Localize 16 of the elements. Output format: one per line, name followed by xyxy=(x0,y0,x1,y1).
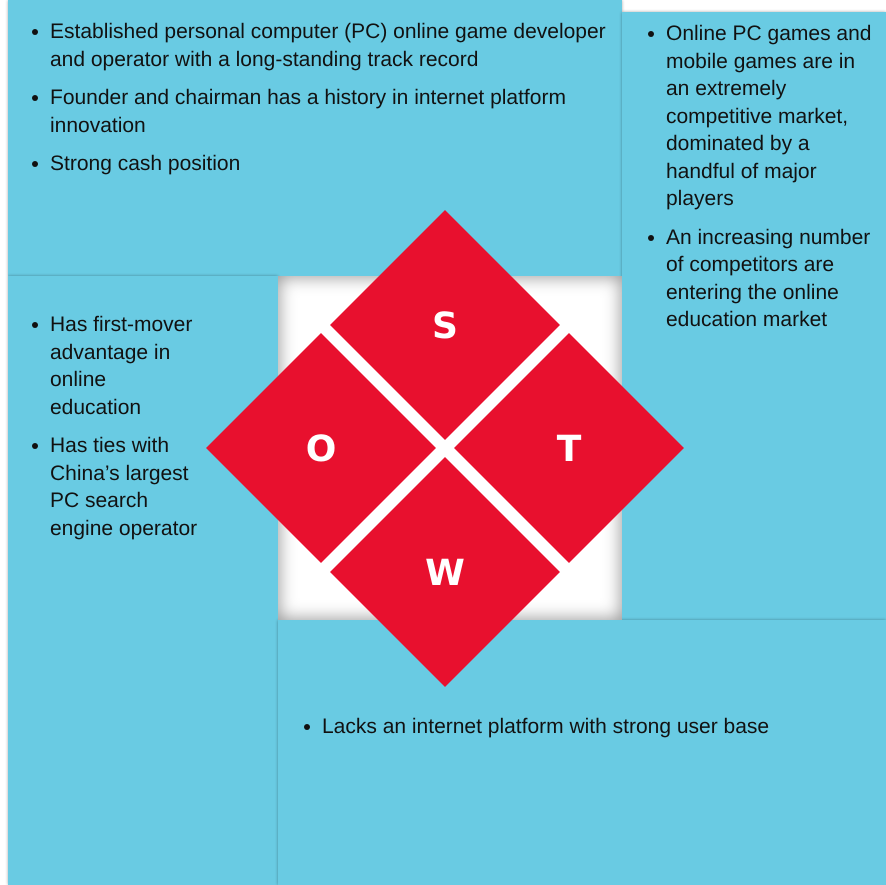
bullet-text: Has first-mover advantage in online education xyxy=(16,311,200,421)
bullet-text: Lacks an internet platform with strong user base xyxy=(288,713,886,740)
quadrant-letter: O xyxy=(306,429,336,470)
text-panel xyxy=(278,620,886,885)
quadrant-letter: S xyxy=(432,306,458,347)
text-panel xyxy=(8,0,622,276)
text-panel xyxy=(622,12,886,620)
bullet-text: Founder and chairman has a history in internet platform innovation xyxy=(16,84,610,139)
quadrant-letter: T xyxy=(556,429,582,470)
bullet-text: An increasing number of competitors are entering the online education market xyxy=(632,224,876,334)
text-panel xyxy=(8,276,278,885)
bullet-text: Established personal computer (PC) online game developer and operator with a long-standing track record xyxy=(16,18,610,73)
bullet-text: Online PC games and mobile games are in an extremely competitive market, dominated by a handful of major players xyxy=(632,20,876,212)
bullet-text: Strong cash position xyxy=(16,150,610,178)
bullet-text: Has ties with China’s largest PC search engine operator xyxy=(16,432,200,542)
quadrant-letter: W xyxy=(425,553,465,594)
